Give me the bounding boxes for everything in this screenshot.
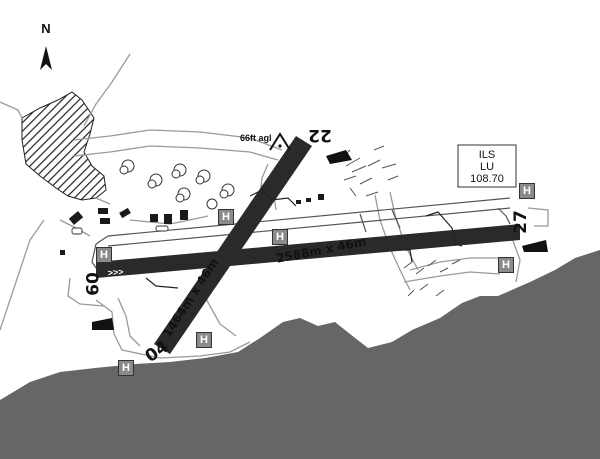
helipad-letter: H (200, 334, 208, 346)
runway-04-22 (154, 136, 312, 354)
ils-identifier: LU (480, 161, 494, 173)
runway-09-27 (96, 224, 520, 278)
tree-clusters (119, 159, 235, 210)
scrub-area-east (339, 145, 461, 297)
helipad-letter: H (276, 231, 284, 243)
north-label: N (41, 21, 50, 36)
ils-frequency: 108.70 (470, 173, 504, 185)
taxi-direction-arrows (145, 189, 463, 289)
obstacle-height-label: 66ft agl (240, 133, 272, 143)
helipad-6: H (196, 332, 212, 348)
approach-flag-22 (326, 150, 352, 164)
runway-end-27: 27 (511, 210, 531, 234)
helipad-7: H (118, 360, 134, 376)
helipad-4: H (519, 183, 535, 199)
helipad-letter: H (523, 185, 531, 197)
ils-info-box (457, 144, 517, 188)
apron-outline (71, 225, 169, 235)
helipad-letter: H (100, 249, 108, 261)
helipad-2: H (272, 229, 288, 245)
built-up-area (21, 91, 107, 201)
helipad-5: H (498, 257, 514, 273)
obstacle-marker (269, 132, 291, 151)
helipad-letter: H (502, 259, 510, 271)
parallel-taxiway (107, 197, 511, 247)
sea (0, 250, 600, 459)
helipad-letter: H (122, 362, 130, 374)
runway-end-09: 09 (81, 272, 101, 296)
sea-inlet (512, 250, 600, 318)
runway-09-27-dimensions: 2588m x 46m (275, 235, 367, 266)
approach-flag-27 (522, 240, 548, 252)
buildings (60, 194, 324, 255)
approach-indicators (92, 150, 548, 330)
helipad-3: H (96, 247, 112, 263)
helipad-letter: H (222, 211, 230, 223)
north-arrow-icon (40, 46, 52, 70)
taxiway-links (91, 207, 511, 269)
helipad-1: H (218, 209, 234, 225)
approach-flag-09 (92, 318, 114, 330)
ils-label: ILS (479, 149, 496, 161)
runway-end-22: 22 (308, 125, 332, 145)
runway-09-27-threshold-marking: >>> (107, 267, 124, 278)
